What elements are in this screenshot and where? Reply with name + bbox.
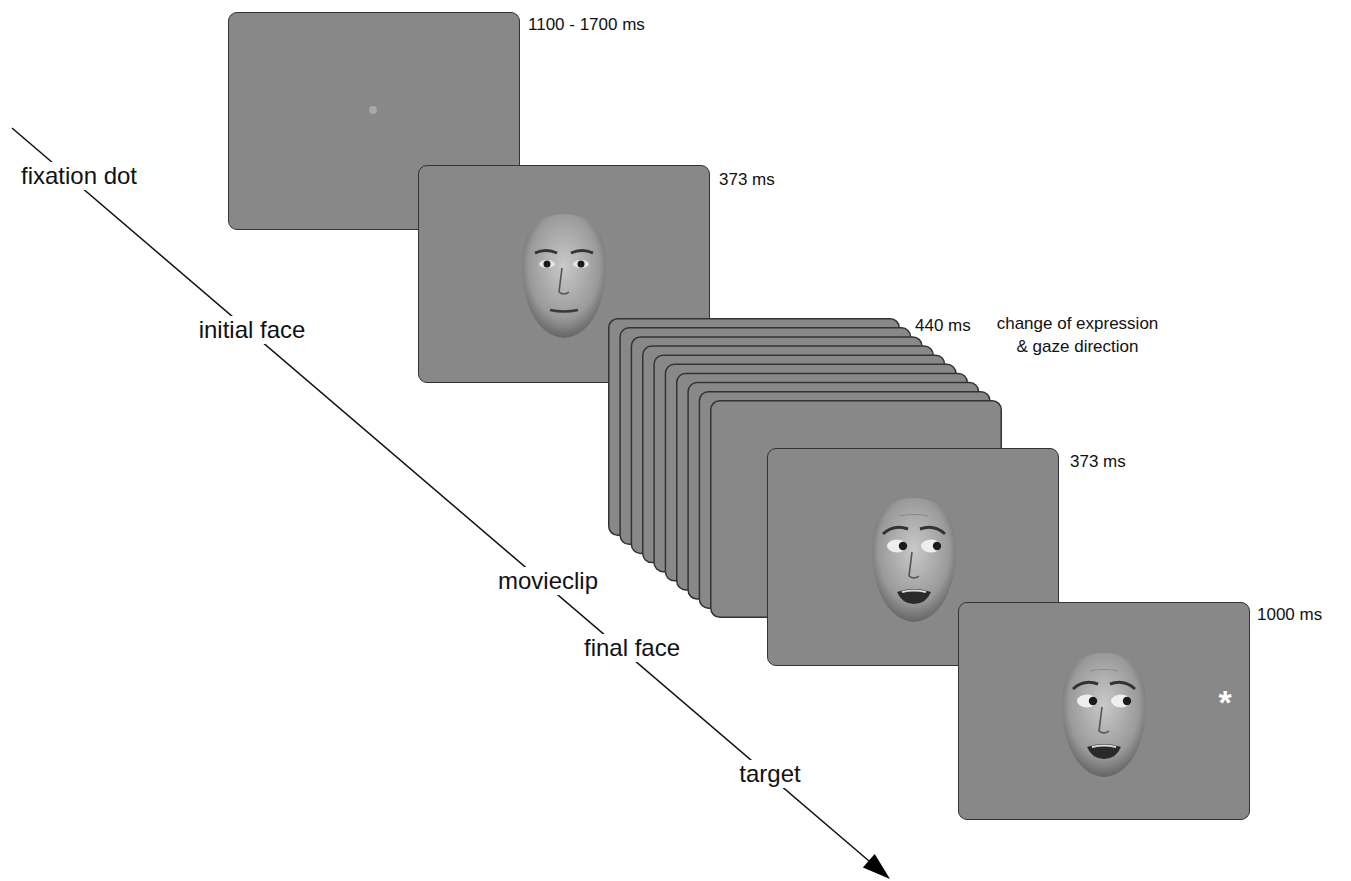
event-note: change of expression & gaze direction — [990, 312, 1165, 358]
duration-label: 440 ms — [915, 314, 971, 337]
timeline-arrowhead — [863, 854, 890, 879]
stimulus-screen: 1000 ms — [958, 602, 1250, 820]
duration-label: 1000 ms — [1257, 603, 1322, 626]
stage-label: final face — [580, 634, 684, 662]
stage-label: fixation dot — [17, 162, 141, 190]
fixation-dot — [369, 106, 377, 114]
fearful-face — [872, 498, 956, 622]
target-symbol: * — [1218, 688, 1231, 716]
stage-label: initial face — [195, 316, 310, 344]
stage-label: movieclip — [494, 567, 602, 595]
stage-label: target — [735, 760, 804, 788]
duration-label: 1100 - 1700 ms — [528, 13, 645, 36]
duration-label: 373 ms — [1070, 450, 1126, 473]
fearful-face — [1062, 653, 1146, 777]
neutral-face — [522, 214, 606, 338]
duration-label: 373 ms — [719, 168, 775, 191]
